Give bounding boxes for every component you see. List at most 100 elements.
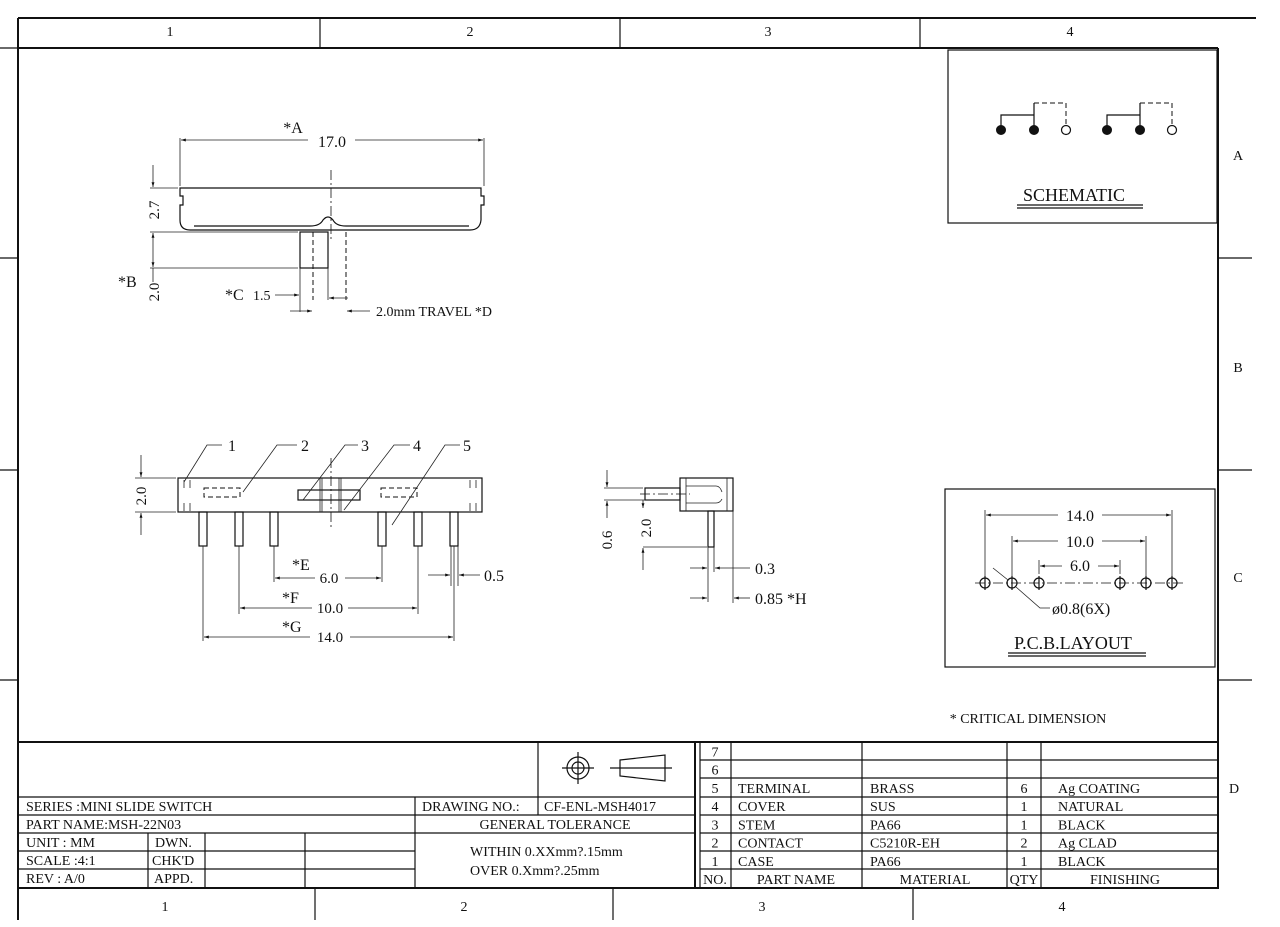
table-row: 6: [712, 764, 719, 779]
dim-a-value: 17.0: [318, 134, 346, 151]
zone-row-a: A: [1233, 149, 1244, 164]
cell-material: BRASS: [870, 782, 914, 797]
zone-col-4: 4: [1067, 25, 1074, 40]
pcb-hole-note: ø0.8(6X): [1052, 601, 1110, 618]
zone-row-d: D: [1229, 782, 1239, 797]
terminal-closed-icon: [996, 125, 1006, 135]
scale-text: SCALE :4:1: [26, 854, 96, 869]
header-qty: QTY: [1010, 873, 1039, 888]
dwn-label: DWN.: [155, 836, 192, 851]
cell-part-name: CASE: [738, 855, 774, 870]
cell-qty: 1: [1021, 855, 1028, 870]
drawing-no-value: CF-ENL-MSH4017: [544, 800, 656, 815]
zone-col-3-bottom: 3: [759, 900, 766, 915]
table-row: 7: [712, 745, 719, 760]
cell-part-name: STEM: [738, 818, 776, 833]
zone-col-4-bottom: 4: [1059, 900, 1066, 915]
dim-g-label: *G: [282, 619, 302, 636]
front-view: 1 2 3 4 5 2.0 *E 6.0 *F 10.0 *G 14.0 0.5: [134, 438, 504, 646]
callout-3: 3: [361, 438, 369, 455]
pcb-layout-panel: 14.0 10.0 6.0 ø0.8(6X) P.C.B.LAYOUT: [944, 488, 1216, 668]
tolerance-over: OVER 0.Xmm?.25mm: [470, 864, 600, 879]
schematic-title: SCHEMATIC: [1023, 185, 1125, 205]
callout-1: 1: [228, 438, 236, 455]
cell-qty: 6: [1021, 782, 1028, 797]
dim-b-value: 2.0: [147, 283, 163, 302]
general-tolerance-label: GENERAL TOLERANCE: [479, 818, 630, 833]
cell-finishing: Ag COATING: [1058, 782, 1140, 797]
cell-no: 5: [712, 782, 719, 797]
header-material: MATERIAL: [900, 873, 971, 888]
pin-width-value: 0.5: [484, 568, 504, 585]
cell-material: SUS: [870, 800, 896, 815]
cell-part-name: CONTACT: [738, 837, 803, 852]
pcb-layout-title: P.C.B.LAYOUT: [1014, 633, 1132, 653]
cell-qty: 1: [1021, 818, 1028, 833]
pins: [198, 511, 459, 547]
parts-table: 7 6 5 TERMINAL BRASS 6 Ag COATING 4 COVER SUS 1 NAT…: [700, 742, 1218, 888]
tolerance-within: WITHIN 0.XXmm?.15mm: [470, 845, 623, 860]
side-dim-03: 0.3: [755, 561, 775, 578]
cell-finishing: Ag CLAD: [1058, 837, 1117, 852]
pcb-dim-middle: 10.0: [1066, 534, 1094, 551]
cell-part-name: TERMINAL: [738, 782, 810, 797]
dim-e-label: *E: [292, 557, 310, 574]
pcb-dim-outer: 14.0: [1066, 508, 1094, 525]
cell-no: 7: [712, 745, 719, 760]
chkd-label: CHK'D: [152, 854, 194, 869]
table-row: 5 TERMINAL BRASS 6 Ag COATING: [712, 782, 1141, 797]
zone-col-2-bottom: 2: [461, 900, 468, 915]
cell-material: C5210R-EH: [870, 837, 940, 852]
front-height-value: 2.0: [134, 487, 150, 506]
travel-label: 2.0mm TRAVEL *D: [376, 305, 492, 320]
side-dim-h: 0.85 *H: [755, 591, 807, 608]
cell-no: 1: [712, 855, 719, 870]
dim-c-value: 1.5: [253, 289, 271, 304]
terminal-closed-icon: [1135, 125, 1145, 135]
title-block: SERIES :MINI SLIDE SWITCH PART NAME:MSH-…: [17, 741, 1219, 889]
zone-col-2: 2: [467, 25, 474, 40]
dim-f-value: 10.0: [317, 601, 343, 617]
callout-5: 5: [463, 438, 471, 455]
terminal-closed-icon: [1102, 125, 1112, 135]
terminal-open-icon: [1166, 124, 1178, 136]
cell-finishing: NATURAL: [1058, 800, 1123, 815]
top-view: *A 17.0 2.7 *B 2.0 *C 1.5 2.0mm TRAVEL *…: [118, 120, 492, 320]
zone-col-1-bottom: 1: [162, 900, 169, 915]
height-value: 2.7: [147, 200, 163, 219]
header-finishing: FINISHING: [1090, 873, 1160, 888]
cell-no: 3: [712, 818, 719, 833]
drawing-no-label: DRAWING NO.:: [422, 800, 520, 815]
cell-finishing: BLACK: [1058, 855, 1105, 870]
callout-4: 4: [413, 438, 421, 455]
zone-col-3: 3: [765, 25, 772, 40]
dim-e-value: 6.0: [320, 571, 339, 587]
dim-f-label: *F: [282, 590, 299, 607]
cell-no: 4: [712, 800, 719, 815]
cell-finishing: BLACK: [1058, 818, 1105, 833]
rev-text: REV : A/0: [26, 872, 85, 887]
zone-labels: 1 2 3 4 1 2 3 4 A B C D: [162, 25, 1244, 915]
part-name-text: PART NAME:MSH-22N03: [26, 818, 181, 833]
dim-a-label: *A: [283, 120, 303, 137]
cell-part-name: COVER: [738, 800, 786, 815]
zone-row-b: B: [1233, 361, 1242, 376]
terminal-closed-icon: [1029, 125, 1039, 135]
unit-text: UNIT : MM: [26, 836, 96, 851]
terminal-open-icon: [1060, 124, 1072, 136]
cell-no: 2: [712, 837, 719, 852]
dim-g-value: 14.0: [317, 630, 343, 646]
side-dim-06: 0.6: [600, 530, 616, 549]
side-view: 0.6 2.0 0.3 0.85 *H: [600, 470, 807, 608]
header-part-name: PART NAME: [757, 873, 835, 888]
critical-dimension-note: * CRITICAL DIMENSION: [950, 712, 1107, 727]
pcb-holes: [979, 576, 1178, 590]
callout-2: 2: [301, 438, 309, 455]
projection-symbol: [562, 752, 672, 784]
dim-b-label: *B: [118, 274, 137, 291]
schematic-panel: SCHEMATIC: [947, 49, 1218, 224]
